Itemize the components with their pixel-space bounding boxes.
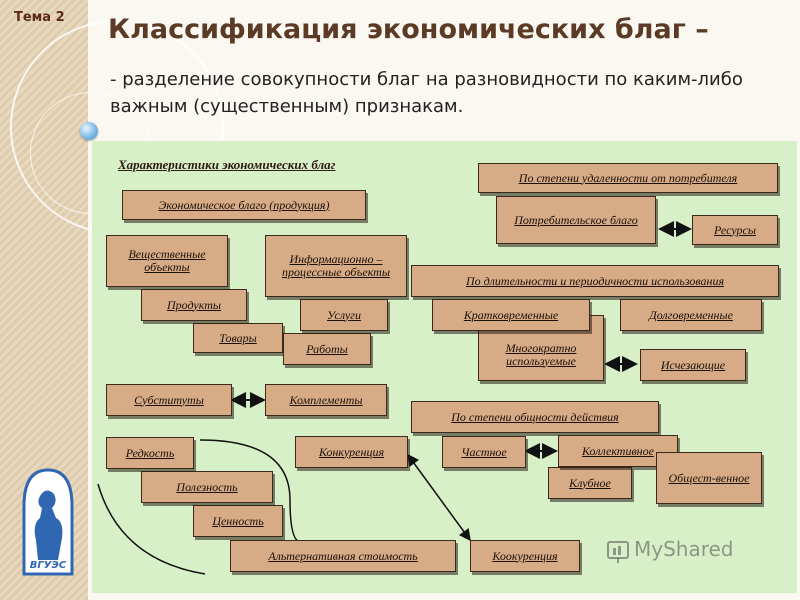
box-products: Продукты [141, 289, 247, 321]
box-value: Ценность [193, 505, 283, 537]
page-title: Классификация экономических благ – [108, 14, 709, 45]
diagram-header: Характеристики экономических благ [118, 157, 336, 172]
watermark-text: MyShared [634, 537, 734, 561]
box-goods: Товары [193, 323, 283, 353]
box-rarity: Редкость [106, 437, 194, 469]
box-remoteness: По степени удаленности от потребителя [478, 163, 778, 193]
decor-dot [80, 122, 98, 140]
box-disappearing: Исчезающие [640, 349, 746, 381]
box-complements: Комплементы [265, 384, 387, 416]
box-reusable: Многократно используемые [478, 315, 604, 381]
box-alternative-cost: Альтернативная стоимость [230, 540, 456, 572]
box-private: Частное [442, 436, 526, 468]
logo-text: ВГУЭС [29, 560, 67, 571]
box-public: Общест-венное [656, 452, 762, 504]
box-duration: По длительности и периодичности использо… [411, 265, 779, 297]
box-cocompetition: Коокуренция [470, 540, 580, 572]
university-logo [22, 468, 74, 576]
topic-label: Тема 2 [14, 10, 65, 25]
page-subtitle: - разделение совокупности благ на разнов… [110, 69, 743, 117]
watermark-icon [607, 541, 629, 563]
box-services: Услуги [300, 299, 388, 331]
box-works: Работы [283, 333, 371, 365]
box-commonality: По степени общности действия [411, 401, 659, 433]
box-econ-good: Экономическое благо (продукция) [122, 190, 366, 220]
box-consumer-good: Потребительское благо [496, 196, 656, 244]
box-long-term: Долговременные [620, 299, 762, 331]
box-short-term: Кратковременные [432, 299, 590, 331]
box-usefulness: Полезность [141, 471, 273, 503]
box-competition: Конкуренция [295, 436, 408, 468]
box-club: Клубное [548, 467, 632, 499]
box-resources: Ресурсы [692, 215, 778, 245]
box-substitutes: Субституты [106, 384, 232, 416]
box-info-objects: Информационно – процессные объекты [265, 235, 407, 297]
box-material-objects: Вещественные объекты [106, 235, 228, 287]
